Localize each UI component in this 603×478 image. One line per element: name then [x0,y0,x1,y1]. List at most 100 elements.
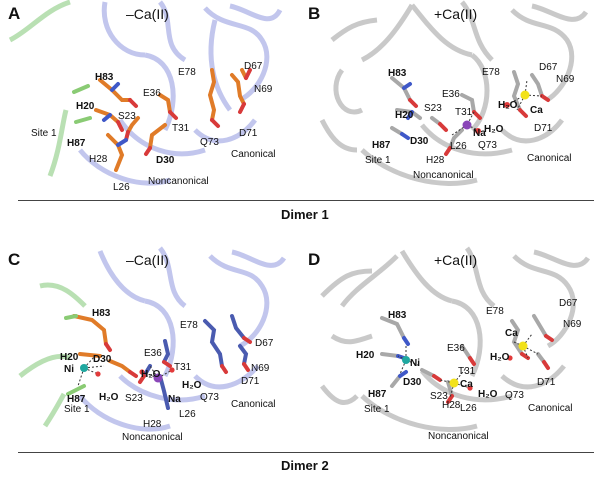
protein-ribbon [78,0,283,186]
panel-letter: B [308,4,321,23]
label-noncanonical: Noncanonical [122,432,183,443]
label-s23: S23 [118,111,136,122]
label-e78: E78 [486,306,504,317]
label-h20: H20 [356,350,375,361]
label-d30: D30 [93,354,112,365]
panel-b: B +Ca(II) H83 H20 H87 Site 1 S23 E36 T31… [302,0,598,192]
dimer2-divider [18,452,594,453]
label-l26: L26 [450,141,467,152]
panel-b-structure [319,0,589,186]
label-q73: Q73 [505,390,524,401]
label-ca: Ca [460,379,473,390]
label-ca: Ca [530,105,543,116]
label-d30: D30 [156,155,175,166]
label-s23: S23 [424,103,442,114]
label-t31: T31 [174,362,192,373]
label-site1: Site 1 [31,128,57,139]
green-ribbon [47,109,69,177]
panel-a: A –Ca(II) H83 H20 H87 Site 1 S23 H28 L26… [0,0,296,193]
label-e36: E36 [447,343,465,354]
panel-a-structure [8,0,283,186]
label-h2o: H₂O [484,124,504,135]
panel-letter: A [8,4,21,23]
nickel-ion [402,356,410,364]
label-canonical: Canonical [231,149,276,160]
oxygen-tips [432,334,554,404]
label-d30: D30 [410,136,429,147]
label-d71: D71 [241,376,260,387]
label-noncanonical: Noncanonical [413,170,474,181]
panel-letter: C [8,250,21,269]
oxygen-tips [104,336,252,384]
label-e78: E78 [482,67,500,78]
dimer1-title: Dimer 1 [281,207,329,222]
label-na: Na [168,394,181,405]
nickel-ion [80,364,88,372]
label-q73: Q73 [200,137,219,148]
label-d67: D67 [255,338,274,349]
label-n69: N69 [251,363,270,374]
label-noncanonical: Noncanonical [148,176,209,187]
residue-sticks-orange [72,314,132,374]
label-d67: D67 [539,62,558,73]
dimer2-title: Dimer 2 [281,458,329,473]
label-h20: H20 [60,352,79,363]
green-ribbon [42,392,67,428]
label-q73: Q73 [478,140,497,151]
sodium-ion [153,373,163,383]
label-d30: D30 [403,377,422,388]
label-s23: S23 [125,393,143,404]
label-l26: L26 [179,409,196,420]
label-h2o: H₂O [182,380,202,391]
panel-title: –Ca(II) [126,6,169,22]
label-e36: E36 [144,348,162,359]
calcium-ion [449,378,459,388]
green-ribbon [8,0,71,43]
label-h83: H83 [388,310,407,321]
label-e78: E78 [178,67,196,78]
label-h87: H87 [368,389,387,400]
panel-letter: D [308,250,321,269]
label-d67: D67 [244,61,263,72]
label-t31: T31 [458,366,476,377]
calcium-ion [518,341,528,351]
label-h2o: H₂O [490,352,510,363]
label-h83: H83 [388,68,407,79]
calcium-ion [520,90,530,100]
label-canonical: Canonical [528,403,573,414]
green-residue [72,84,90,94]
label-l26: L26 [460,403,477,414]
green-ribbon [39,282,87,308]
label-h2o: H₂O [478,389,498,400]
label-d71: D71 [239,128,258,139]
dimer1-divider [18,200,594,201]
label-canonical: Canonical [231,399,276,410]
label-ni: Ni [410,358,420,369]
label-h20: H20 [395,110,414,121]
protein-ribbon [319,0,589,186]
water-oxygen [475,128,481,134]
label-site1: Site 1 [64,404,90,415]
label-site1: Site 1 [365,155,391,166]
green-residue [64,314,78,320]
panel-title: –Ca(II) [126,252,169,268]
label-h83: H83 [95,72,114,83]
nitrogen-tips [400,82,414,140]
label-s23: S23 [430,391,448,402]
label-canonical: Canonical [527,153,572,164]
water-oxygen [139,369,145,375]
label-h87: H87 [67,138,86,149]
nitrogen-tips [102,82,128,147]
label-q73: Q73 [200,392,219,403]
protein-ribbon [78,246,287,432]
label-d71: D71 [534,123,553,134]
protein-ribbon [320,246,591,432]
label-e36: E36 [442,89,460,100]
label-ni: Ni [64,364,74,375]
label-h28: H28 [426,155,445,166]
label-n69: N69 [563,319,582,330]
label-h83: H83 [92,308,111,319]
label-d71: D71 [537,377,556,388]
panel-c-structure [18,246,287,432]
label-ca: Ca [505,328,518,339]
